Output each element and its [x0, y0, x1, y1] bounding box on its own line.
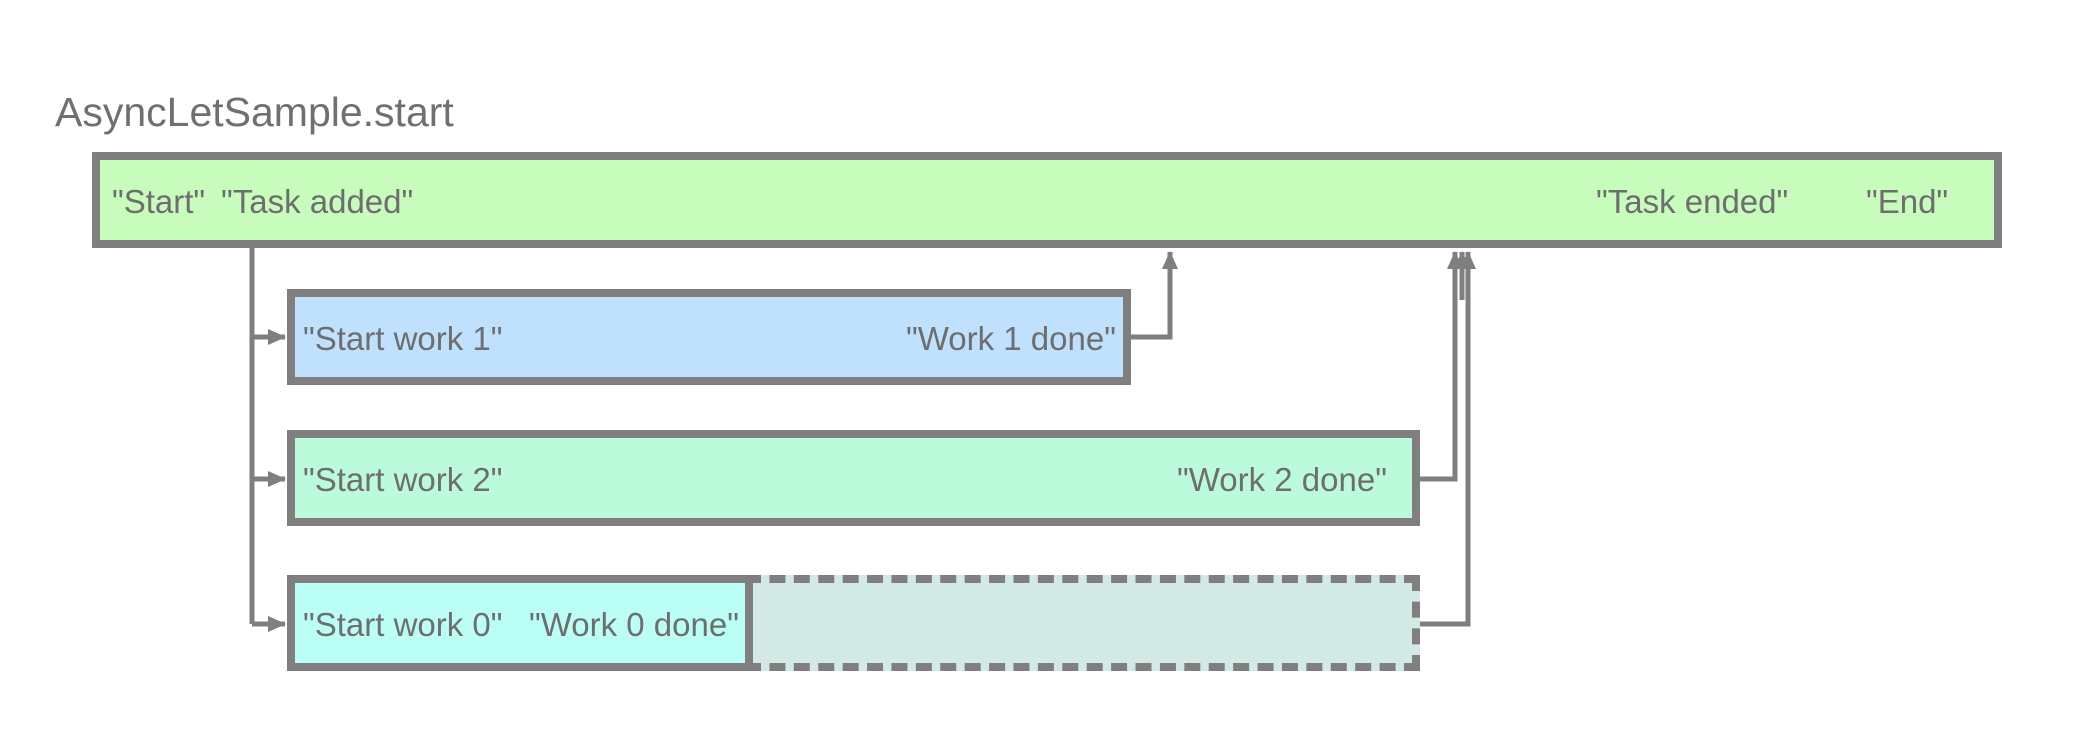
child-task-2-done-label: "Work 2 done": [1177, 461, 1387, 498]
child-task-1-start-label: "Start work 1": [303, 320, 503, 357]
main-start-label: "Start": [112, 183, 206, 220]
child-task-0-awaiting-region: [745, 575, 1420, 671]
child-task-0-done-label: "Work 0 done": [529, 606, 739, 643]
main-end-label: "End": [1866, 183, 1949, 220]
diagram-title: AsyncLetSample.start: [55, 89, 454, 135]
return-arrow-work-2: [1420, 251, 1463, 482]
child-task-2-start-label: "Start work 2": [303, 461, 503, 498]
return-arrow-work-1: [1131, 251, 1178, 340]
main-task-added-label: "Task added": [221, 183, 414, 220]
return-arrow-work-0: [1420, 251, 1476, 627]
main-task-ended-label: "Task ended": [1596, 183, 1789, 220]
child-task-0-start-label: "Start work 0": [303, 606, 503, 643]
child-task-2-bar: [287, 430, 1420, 526]
main-task-bar: [92, 152, 2002, 248]
child-task-1-bar: [287, 289, 1131, 385]
child-task-0-bar: [287, 575, 753, 671]
child-task-1-done-label: "Work 1 done": [906, 320, 1116, 357]
